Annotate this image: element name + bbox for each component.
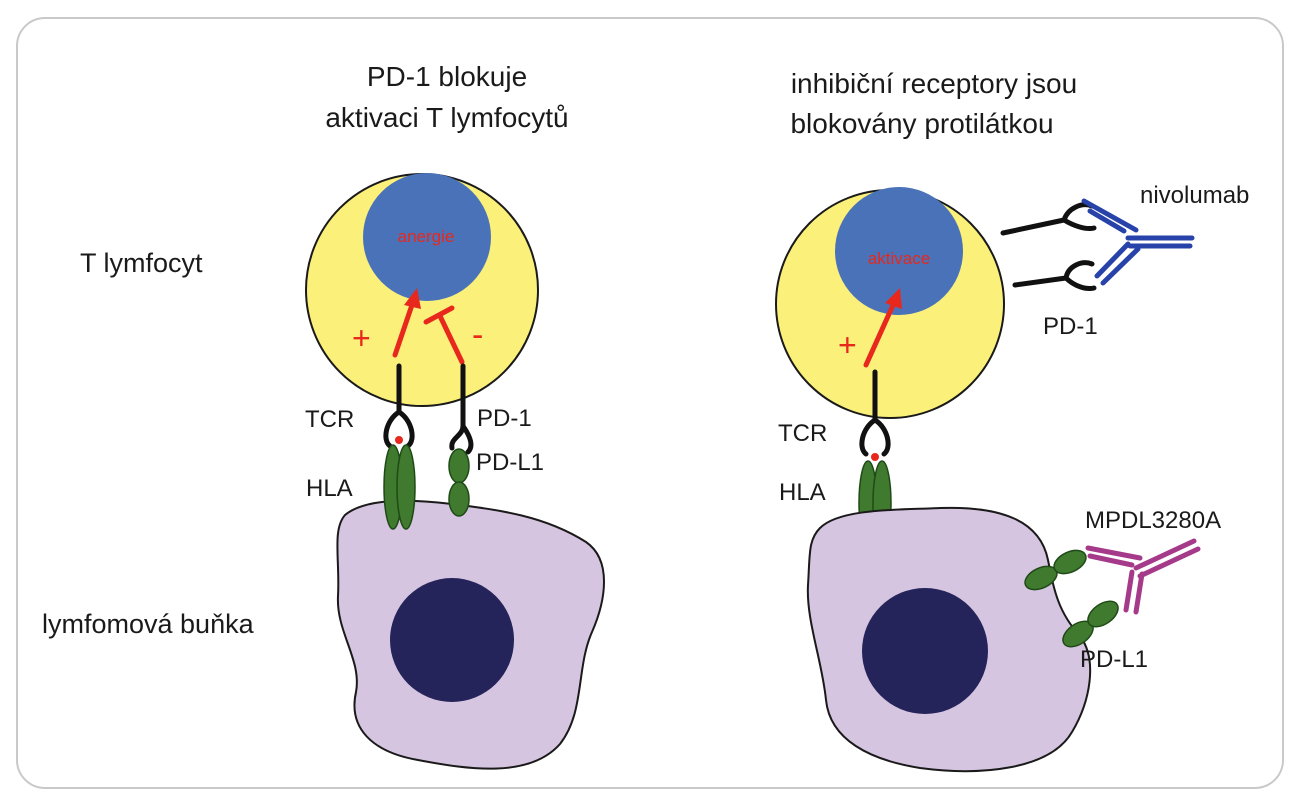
left-pd1-receptor	[449, 363, 474, 455]
mpdl3280a-antibody-icon	[1085, 538, 1201, 615]
left-plus-sign: +	[352, 320, 371, 356]
right-tcr-label: TCR	[778, 420, 827, 447]
t-cell-label: T lymfocyt	[80, 248, 203, 278]
right-nucleus-text: aktivace	[868, 249, 930, 268]
left-inhibition-tbar	[423, 305, 465, 365]
right-pdl1-molecule-bottom	[1062, 600, 1119, 648]
right-title-line1: inhibiční receptory jsou	[791, 68, 1077, 99]
left-tumor-nucleus	[390, 578, 514, 702]
nivolumab-label: nivolumab	[1140, 182, 1249, 209]
left-nucleus-text: anergie	[398, 227, 455, 246]
left-hla-molecule	[383, 444, 416, 530]
left-activation-arrow	[392, 288, 421, 358]
nivolumab-antibody-icon	[1081, 198, 1195, 286]
right-plus-sign: +	[838, 327, 857, 363]
left-tcr-receptor	[383, 363, 415, 449]
mpdl3280a-label: MPDL3280A	[1085, 507, 1221, 534]
right-pd1-receptor-bottom	[1012, 260, 1097, 291]
left-hla-label: HLA	[306, 475, 353, 502]
left-pdl1-molecule	[448, 448, 470, 517]
right-pd1-label: PD-1	[1043, 313, 1098, 340]
right-tcr-receptor	[859, 369, 891, 461]
right-activation-arrow	[863, 288, 902, 368]
left-t-cell-nucleus	[363, 173, 491, 301]
left-title-line1: PD-1 blokuje	[367, 61, 527, 92]
left-pdl1-label: PD-L1	[476, 449, 544, 476]
right-tumor-nucleus	[862, 588, 988, 714]
left-minus-sign: -	[472, 316, 483, 354]
tumor-cell-label: lymfomová buňka	[42, 609, 255, 639]
left-tcr-label: TCR	[305, 406, 354, 433]
left-pd1-label: PD-1	[477, 405, 532, 432]
right-pdl1-label: PD-L1	[1080, 646, 1148, 673]
right-pdl1-molecule-top	[1024, 549, 1087, 591]
right-title-line2: blokovány protilátkou	[790, 108, 1053, 139]
left-title-line2: aktivaci T lymfocytů	[325, 102, 568, 133]
right-hla-label: HLA	[779, 479, 826, 506]
right-t-cell-nucleus	[835, 187, 963, 315]
